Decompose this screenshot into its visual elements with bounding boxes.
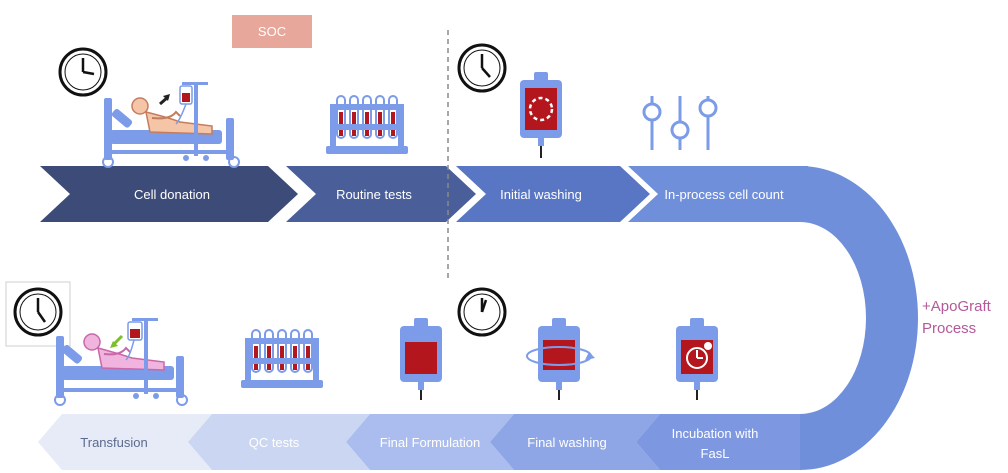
- clock-icon: [457, 43, 507, 93]
- clock-icon: [58, 47, 108, 97]
- step-in-process-cell-count-label: In-process cell count: [664, 187, 784, 202]
- apograft-label-line1: +ApoGraft: [922, 298, 991, 315]
- step-cell-donation: [40, 166, 298, 222]
- step-final-formulation-label: Final Formulation: [380, 435, 480, 450]
- step-qc-tests-label: QC tests: [249, 435, 300, 450]
- step-cell-donation-label: Cell donation: [134, 187, 210, 202]
- blood-bag-icon: [526, 318, 595, 400]
- step-transfusion-label: Transfusion: [80, 435, 147, 450]
- soc-badge: SOC: [232, 15, 312, 48]
- test-tubes-icon: [326, 95, 408, 154]
- blood-bag-icon: [676, 318, 718, 400]
- hospital-bed-icon: [54, 318, 188, 406]
- step-qc-tests: [188, 414, 370, 470]
- clock-icon: [13, 287, 63, 337]
- step-final-formulation: [346, 414, 514, 470]
- step-final-washing-label: Final washing: [527, 435, 607, 450]
- sliders-icon: [642, 96, 718, 150]
- apograft-label-line2: Process: [922, 320, 977, 337]
- bottom-step-row: Transfusion QC tests Final Formulation F…: [38, 414, 800, 470]
- process-turn-arc: [700, 166, 918, 470]
- step-initial-washing: [456, 166, 650, 222]
- step-transfusion: [38, 414, 212, 470]
- step-incubation-label-line2: FasL: [701, 446, 730, 461]
- step-final-washing: [490, 414, 660, 470]
- step-incubation-label-line1: Incubation with: [672, 426, 759, 441]
- blood-bag-icon: [400, 318, 442, 400]
- hospital-bed-icon: [102, 82, 240, 168]
- clock-icon: [457, 287, 507, 337]
- step-incubation-fasl: [636, 414, 800, 470]
- apograft-process-label: +ApoGraft Process: [922, 296, 991, 340]
- blood-bag-icon: [520, 72, 562, 158]
- step-in-process-cell-count: [628, 166, 808, 222]
- step-initial-washing-label: Initial washing: [500, 187, 582, 202]
- test-tubes-icon: [241, 329, 323, 388]
- step-routine-tests-label: Routine tests: [336, 187, 412, 202]
- step-routine-tests: [286, 166, 476, 222]
- top-step-row: Cell donation Routine tests Initial wash…: [40, 166, 808, 222]
